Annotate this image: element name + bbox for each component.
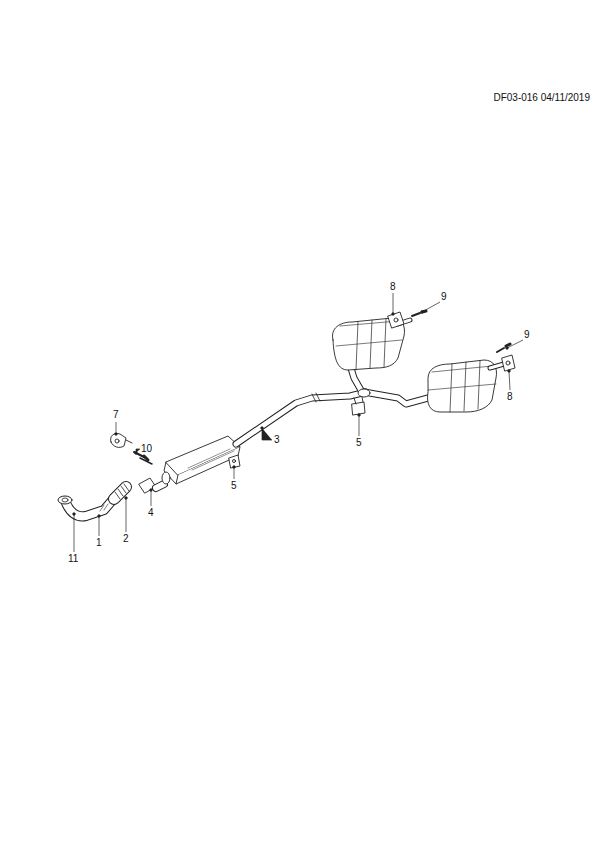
muffler-hanger — [388, 312, 515, 371]
callout-number: 5 — [231, 480, 237, 491]
callout-number: 3 — [274, 434, 280, 445]
flex-joint — [114, 484, 129, 499]
callout-number: 9 — [524, 329, 530, 340]
front-pipe — [58, 496, 116, 516]
callout-number: 5 — [356, 437, 362, 448]
intermediate-pipe — [236, 365, 428, 444]
rear-muffler-right — [428, 360, 505, 412]
rubber-hanger — [229, 397, 365, 468]
callout-number: 1 — [96, 537, 102, 548]
resonator — [156, 436, 240, 488]
callout-number: 10 — [141, 443, 152, 454]
bolt — [412, 311, 510, 352]
hanger-bracket — [111, 433, 132, 447]
callout-number: 9 — [441, 291, 447, 302]
title-stamp: DF03-016 04/11/2019 — [493, 92, 590, 103]
callout-number: 7 — [113, 409, 119, 420]
callout-number: 4 — [148, 507, 154, 518]
callout-number: 11 — [68, 553, 78, 564]
leader-lines — [73, 293, 523, 552]
callout-number: 8 — [507, 391, 513, 402]
callout-number: 2 — [123, 533, 129, 544]
callout-number: 8 — [390, 281, 396, 292]
